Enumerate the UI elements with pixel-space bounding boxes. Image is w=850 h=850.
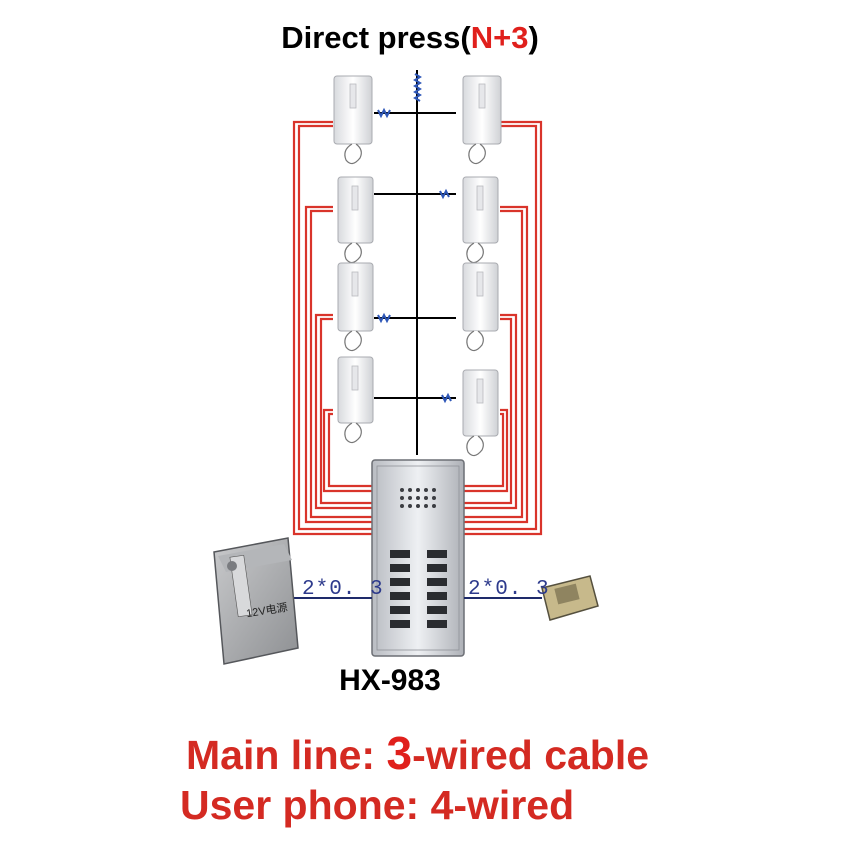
wire-right-3b xyxy=(463,317,513,505)
main-line-caption: Main line: 3-wired cable xyxy=(186,726,649,780)
connector-1 xyxy=(377,107,391,119)
wire-right-4b xyxy=(463,412,505,488)
wire-left-2 xyxy=(304,205,373,524)
wire-left-2b xyxy=(309,209,373,519)
connector-4 xyxy=(441,392,452,404)
phones xyxy=(333,75,502,457)
wire-right-2 xyxy=(463,205,529,524)
phone-left-4 xyxy=(337,356,374,444)
phone-right-1 xyxy=(462,75,502,165)
wire-left-4 xyxy=(322,408,373,493)
phone-left-3 xyxy=(337,262,374,352)
trunk-top-connector xyxy=(413,73,422,102)
title-suffix: ) xyxy=(528,20,539,55)
left-cable-label: 2*0. 3 xyxy=(302,578,384,601)
phone-left-2 xyxy=(337,176,374,264)
phone-left-1 xyxy=(333,75,373,165)
wire-right-4 xyxy=(463,408,509,493)
call-buttons xyxy=(390,550,447,628)
main-trunk xyxy=(374,70,456,455)
user-phone-caption: User phone: 4-wired xyxy=(180,782,575,828)
main-line-number: 3 xyxy=(386,727,413,779)
phone-right-4 xyxy=(462,369,499,457)
electric-lock xyxy=(541,575,599,621)
power-supply xyxy=(213,537,299,665)
phone-right-2 xyxy=(462,176,499,264)
connector-marks xyxy=(377,73,452,404)
speaker-grille xyxy=(400,488,436,508)
door-panel xyxy=(371,459,465,657)
phone-right-3 xyxy=(462,262,499,352)
wire-right-1b xyxy=(463,124,538,531)
wire-right-2b xyxy=(463,209,524,519)
wire-right-1 xyxy=(463,120,543,536)
left-user-wires xyxy=(292,120,373,536)
wire-left-3b xyxy=(319,317,373,505)
main-line-suffix: -wired cable xyxy=(412,732,650,778)
right-cable-label: 2*0. 3 xyxy=(468,578,550,601)
wire-left-1b xyxy=(297,124,373,531)
model-label: HX-983 xyxy=(339,664,441,697)
title-prefix: Direct press( xyxy=(281,20,471,55)
wire-left-3 xyxy=(314,313,373,510)
wire-left-1 xyxy=(292,120,373,536)
connector-2 xyxy=(439,188,450,200)
main-line-prefix: Main line: xyxy=(186,732,387,778)
connector-3 xyxy=(377,312,391,324)
diagram-title: Direct press(N+3) xyxy=(0,20,820,56)
title-highlight: N+3 xyxy=(470,20,529,55)
wire-right-3 xyxy=(463,313,518,510)
wire-left-4b xyxy=(327,412,373,488)
right-user-wires xyxy=(463,120,543,536)
